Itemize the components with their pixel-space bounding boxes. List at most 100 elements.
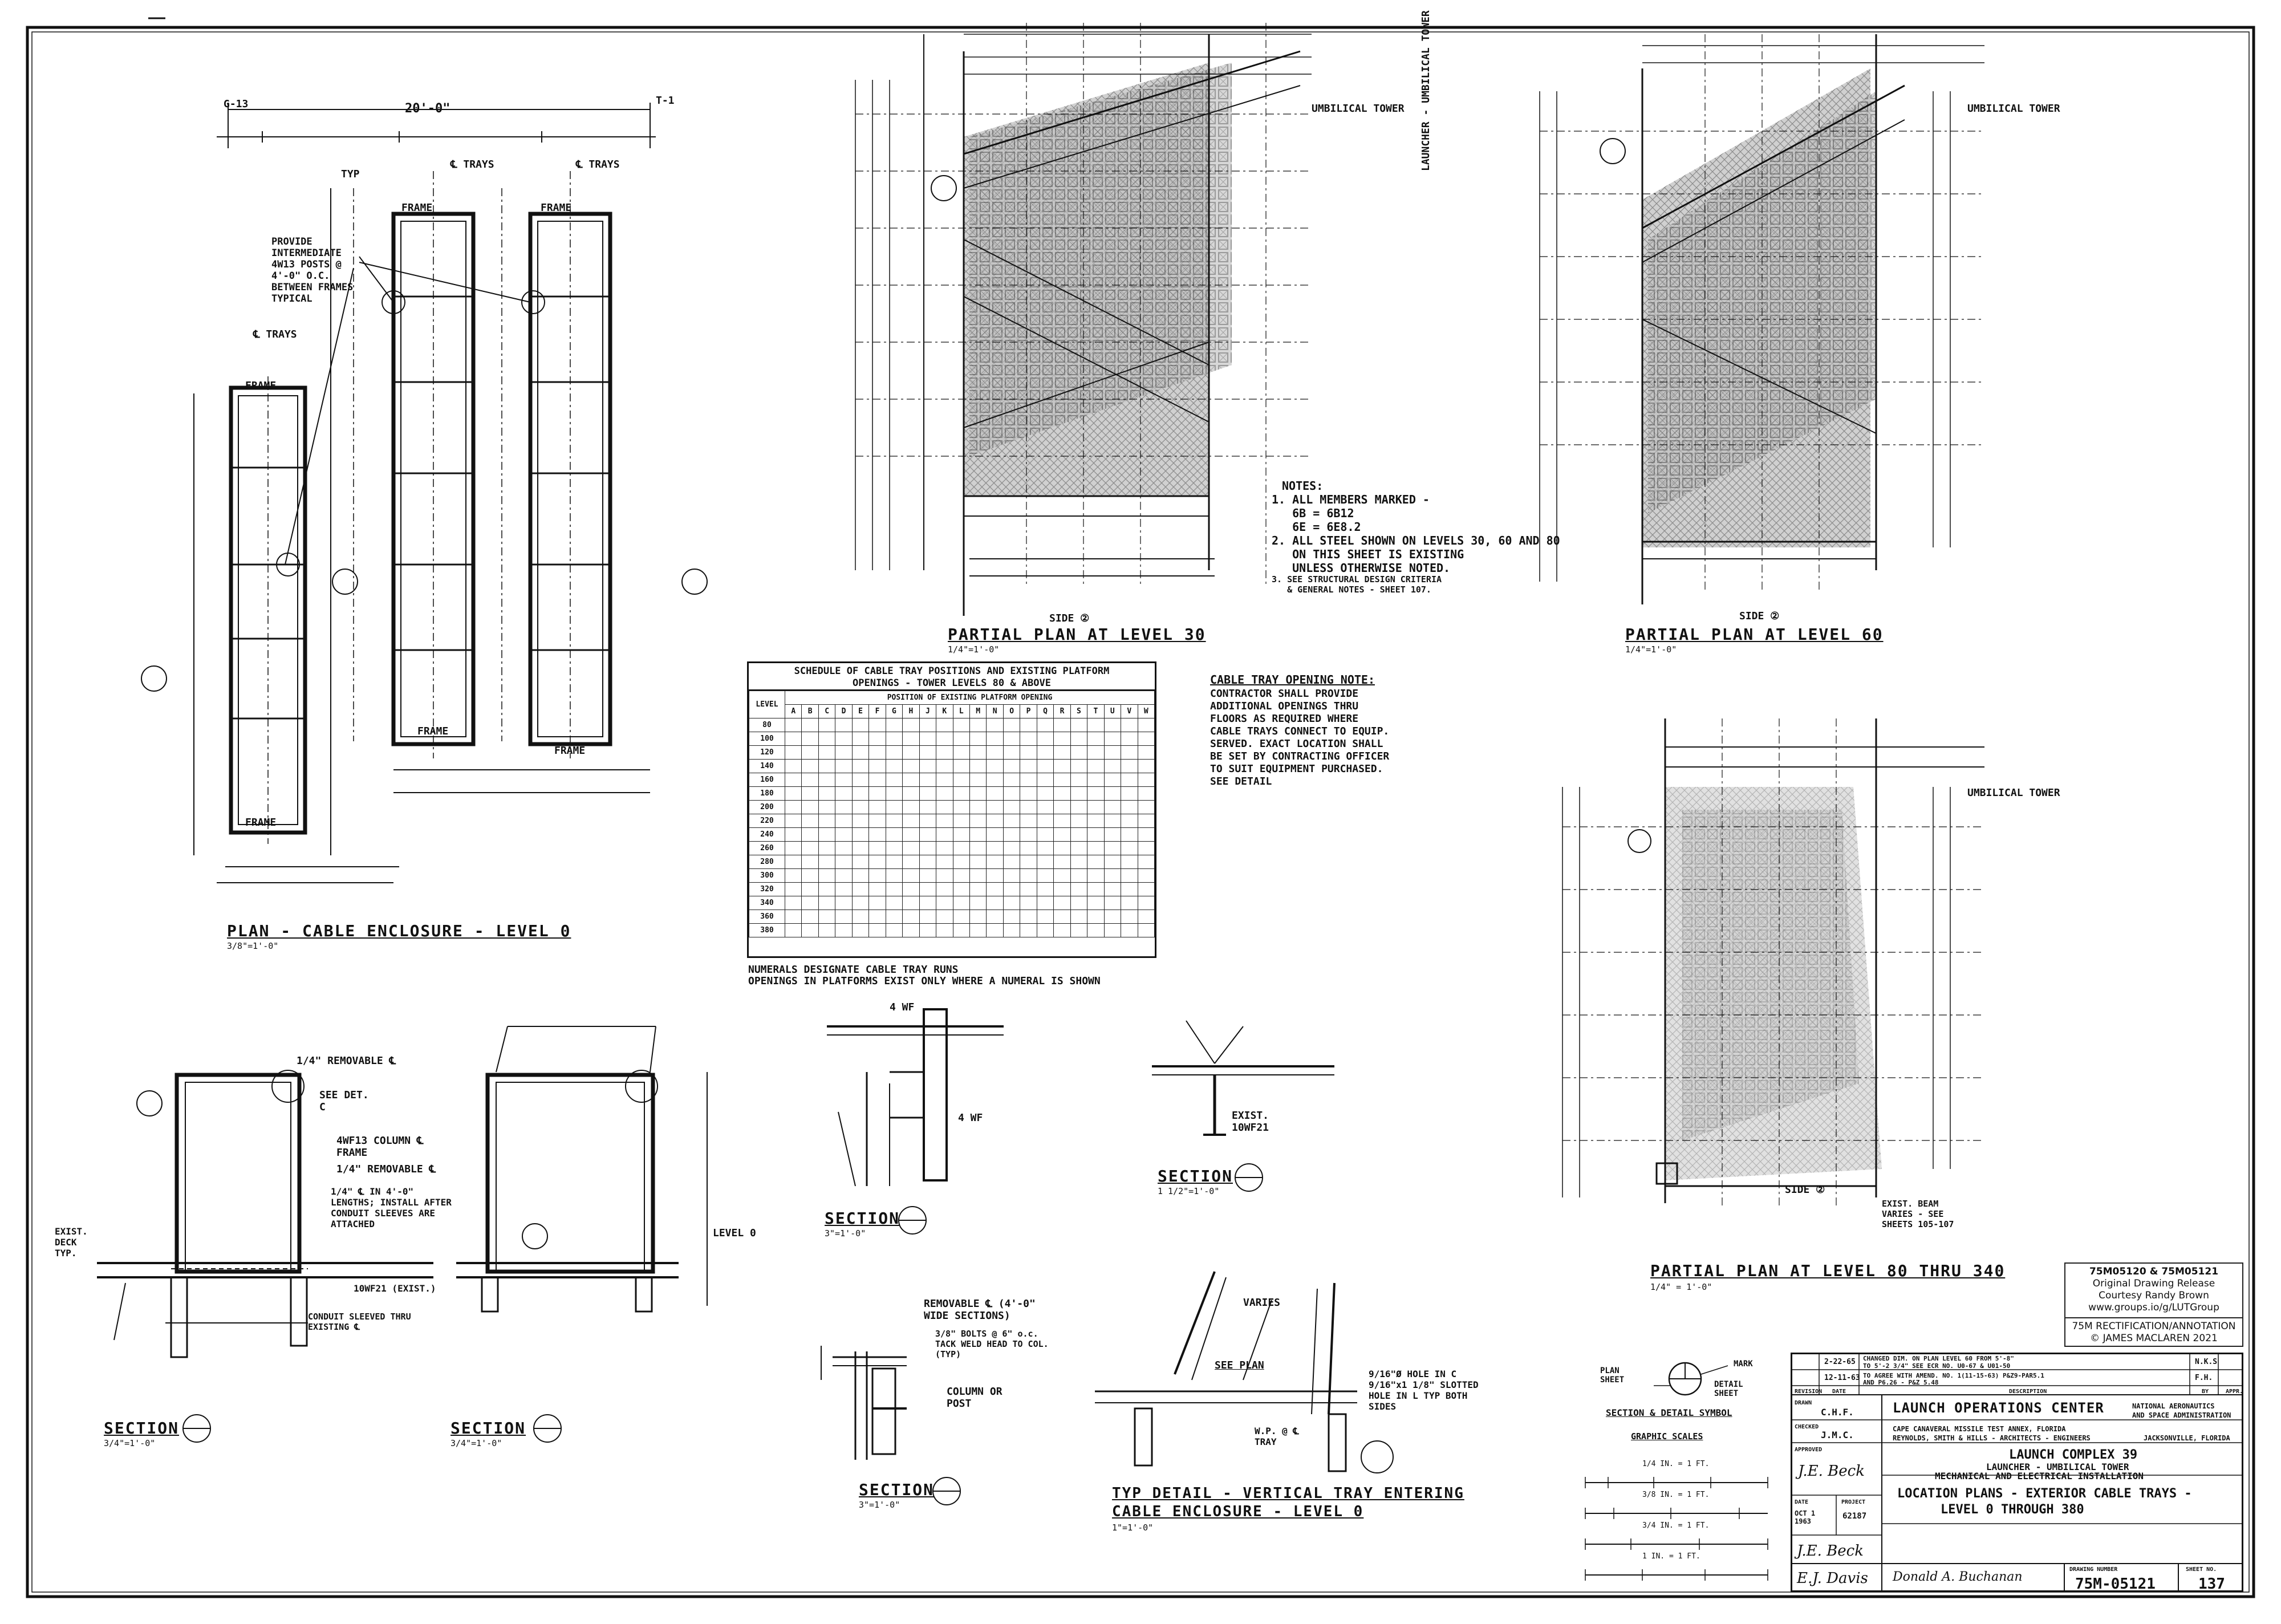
schedule-cell: [1020, 814, 1037, 828]
by-col-header: BY: [2202, 1388, 2209, 1395]
schedule-column-header: L: [952, 704, 970, 718]
schedule-cell: [952, 732, 970, 746]
schedule-cell: [902, 759, 920, 773]
drawing-number-label: DRAWING NUMBER: [2069, 1566, 2118, 1573]
schedule-level-cell: 120: [749, 745, 785, 760]
schedule-cell: [986, 896, 1004, 910]
schedule-cell: [986, 718, 1004, 732]
schedule-cell: [1036, 896, 1054, 910]
schedule-cell: [1121, 868, 1138, 883]
section-b-linework: [456, 1026, 708, 1313]
scale-label: 3/8 IN. = 1 FT.: [1642, 1491, 1710, 1499]
schedule-cell: [818, 759, 836, 773]
schedule-column-header: M: [969, 704, 987, 718]
schedule-cell: [1036, 718, 1054, 732]
schedule-level-cell: 140: [749, 759, 785, 773]
schedule-cell: [1087, 773, 1105, 787]
schedule-cell: [1087, 786, 1105, 801]
schedule-column-header: U: [1103, 704, 1122, 718]
schedule-cell: [1036, 800, 1054, 814]
schedule-column-header: B: [801, 704, 819, 718]
schedule-cell: [801, 773, 819, 787]
drawing-number: 75M-05121: [2075, 1576, 2156, 1593]
section-c-title: SECTION: [825, 1209, 900, 1228]
schedule-cell: [1087, 745, 1105, 760]
schedule-subheader: POSITION OF EXISTING PLATFORM OPENING: [785, 691, 1155, 705]
cable-tray-note-line: CABLE TRAYS CONNECT TO EQUIP.: [1210, 725, 1390, 737]
schedule-cell: [936, 910, 953, 924]
column-g13-label: G-13: [224, 98, 249, 110]
schedule-cell: [1087, 910, 1105, 924]
schedule-cell: [969, 786, 987, 801]
revision-by: F.H.: [2195, 1374, 2213, 1382]
partial-plan-level-80-340: [1562, 718, 1984, 1209]
schedule-cell: [885, 923, 903, 937]
schedule-cell: [969, 910, 987, 924]
sub-title: LAUNCHER - UMBILICAL TOWER: [1986, 1461, 2129, 1472]
schedule-cell: [902, 786, 920, 801]
schedule-cell: [1070, 773, 1088, 787]
notes-line: & GENERAL NOTES - SHEET 107.: [1272, 584, 1431, 595]
schedule-cell: [1070, 841, 1088, 855]
schedule-cell: [1053, 759, 1071, 773]
partial-plan-60-scale: 1/4"=1'-0": [1625, 644, 1677, 655]
schedule-cell: [784, 882, 802, 896]
schedule-cell: [919, 910, 937, 924]
partial-plan-80-scale: 1/4" = 1'-0": [1650, 1282, 1712, 1292]
schedule-cell: [1070, 882, 1088, 896]
schedule-cell: [1002, 800, 1021, 814]
schedule-cell: [1103, 745, 1122, 760]
schedule-cell: [868, 923, 886, 937]
schedule-cell: [1137, 718, 1155, 732]
schedule-cell: [969, 745, 987, 760]
schedule-cell: [1137, 759, 1155, 773]
schedule-cell: [1020, 759, 1037, 773]
drawn-by: C.H.F.: [1821, 1407, 1854, 1418]
cable-tray-note-line: CONTRACTOR SHALL PROVIDE: [1210, 688, 1359, 700]
schedule-cell: [902, 814, 920, 828]
column-or-post-label: COLUMN OR POST: [947, 1386, 1002, 1410]
schedule-cell: [1053, 827, 1071, 842]
schedule-cell: [801, 868, 819, 883]
schedule-cell: [835, 841, 853, 855]
schedule-cell: [1137, 855, 1155, 869]
complex-name: LAUNCH COMPLEX 39: [2009, 1448, 2138, 1462]
schedule-cell: [868, 745, 886, 760]
schedule-cell: [784, 868, 802, 883]
umbilical-tower-label: UMBILICAL TOWER: [1967, 103, 2060, 115]
schedule-cell: [1036, 910, 1054, 924]
schedule-cell: [818, 855, 836, 869]
schedule-cell: [969, 718, 987, 732]
schedule-cell: [835, 786, 853, 801]
schedule-cell: [902, 732, 920, 746]
schedule-cell: [1002, 718, 1021, 732]
notes-line: UNLESS OTHERWISE NOTED.: [1272, 561, 1451, 575]
schedule-cell: [1121, 896, 1138, 910]
schedule-cell: [1002, 896, 1021, 910]
schedule-cell: [784, 814, 802, 828]
typ-detail-linework: [1095, 1271, 1394, 1473]
schedule-cell: [868, 786, 886, 801]
schedule-cell: [784, 745, 802, 760]
schedule-cell: [801, 923, 819, 937]
sheet-number: 137: [2198, 1576, 2225, 1593]
nasa-line: NATIONAL AERONAUTICS: [2132, 1402, 2215, 1410]
schedule-cell: [885, 800, 903, 814]
varies-label: VARIES: [1243, 1297, 1281, 1309]
schedule-cell: [1121, 923, 1138, 937]
symbol-legend-title: SECTION & DETAIL SYMBOL: [1606, 1407, 1732, 1418]
frame-label: FRAME: [417, 725, 449, 737]
schedule-cell: [851, 773, 870, 787]
schedule-cell: [969, 773, 987, 787]
cable-tray-note-line: SEE DETAIL: [1210, 776, 1272, 787]
plan-cable-enclosure: [141, 103, 708, 883]
level-0-label: LEVEL 0: [713, 1227, 756, 1239]
frame-label: FRAME: [401, 202, 433, 214]
schedule-column-header: T: [1087, 704, 1105, 718]
side-2-label: SIDE ②: [1739, 610, 1780, 622]
schedule-cell: [1020, 732, 1037, 746]
schedule-cell: [1070, 855, 1088, 869]
schedule-cell: [952, 745, 970, 760]
schedule-row: 260: [749, 841, 1155, 855]
